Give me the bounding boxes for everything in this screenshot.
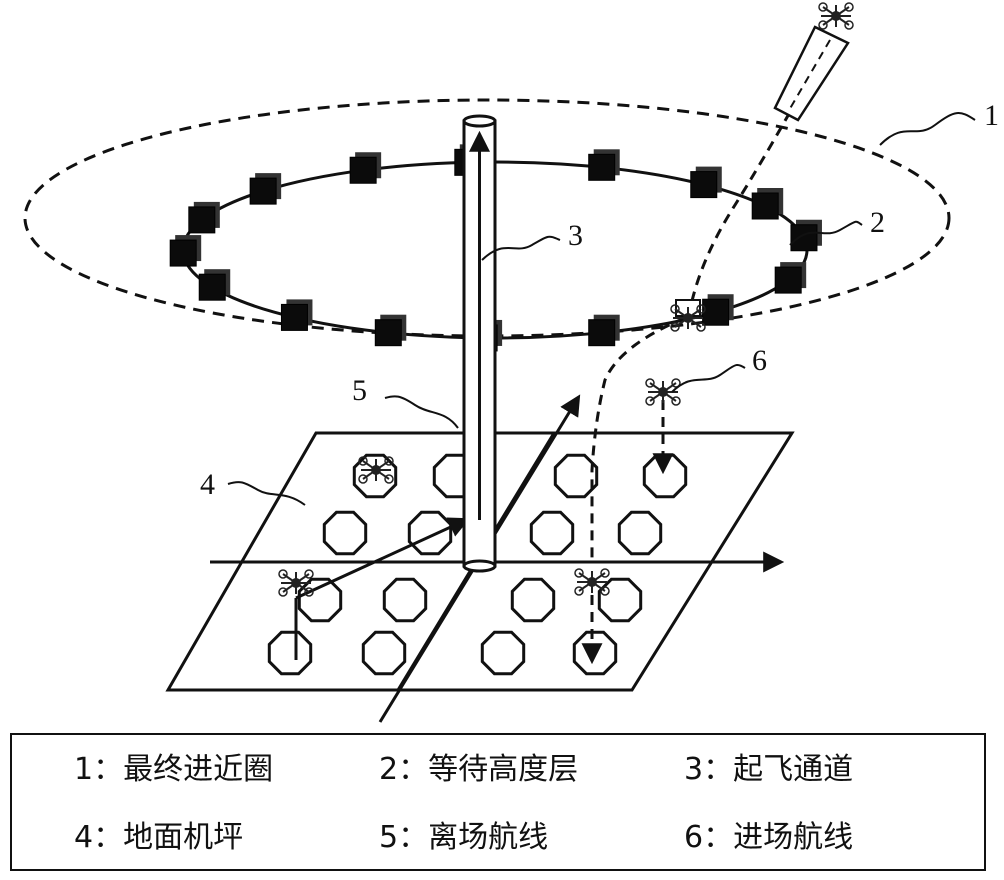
arrival-route bbox=[581, 111, 792, 665]
takeoff-channel-column bbox=[462, 114, 497, 573]
callout-4: 4 bbox=[200, 468, 215, 501]
holding-slot-square-icon bbox=[280, 299, 313, 331]
octagon-landing-pad-icon bbox=[510, 577, 556, 623]
drone-icon bbox=[670, 304, 706, 332]
holding-slot-square-icon bbox=[249, 173, 282, 205]
holding-slot-square-icon bbox=[188, 201, 220, 234]
octagon-landing-pad-icon bbox=[572, 630, 618, 676]
octagon-landing-pad-icon bbox=[617, 510, 663, 556]
octagon-landing-pad-icon bbox=[407, 510, 453, 556]
legend-id: 5 bbox=[379, 820, 399, 855]
callout-3: 3 bbox=[568, 219, 583, 252]
legend-id: 4 bbox=[74, 820, 94, 855]
holding-slot-square-icon bbox=[588, 149, 620, 181]
octagon-landing-pad-icon bbox=[642, 453, 688, 499]
callout-2: 2 bbox=[870, 206, 885, 239]
holding-slot-square-icon bbox=[198, 269, 231, 301]
drone-icon bbox=[818, 2, 854, 30]
octagon-landing-pad-icon bbox=[267, 630, 313, 676]
legend-text: 离场航线 bbox=[428, 820, 549, 855]
holding-slot-square-icon bbox=[349, 152, 382, 184]
octagon-landing-pad-icon bbox=[322, 510, 368, 556]
octagon-landing-pad-icon bbox=[382, 577, 428, 623]
drone-icon bbox=[358, 456, 394, 484]
legend-text: 最终进近圈 bbox=[123, 752, 274, 787]
drone-icon bbox=[645, 378, 681, 406]
legend: 1：最终进近圈 2：等待高度层 3：起飞通道 4：地面机坪 5：离场航线 6：进… bbox=[10, 733, 986, 871]
taxi-to-takeoff-arrow bbox=[295, 517, 470, 600]
holding-slot-square-icon bbox=[690, 166, 722, 199]
holding-slot-square-icon bbox=[374, 314, 407, 347]
legend-sep: ： bbox=[93, 820, 124, 855]
callout-1: 1 bbox=[984, 99, 999, 132]
legend-id: 1 bbox=[74, 752, 94, 787]
legend-sep: ： bbox=[93, 752, 124, 787]
legend-item-2: 2：等待高度层 bbox=[379, 753, 578, 787]
holding-slot-square-icon bbox=[790, 219, 822, 252]
legend-item-3: 3：起飞通道 bbox=[684, 753, 853, 787]
octagon-landing-pad-icon bbox=[553, 453, 599, 499]
octagon-landing-pad-icon bbox=[529, 510, 575, 556]
legend-text: 等待高度层 bbox=[428, 752, 579, 787]
legend-sep: ： bbox=[703, 752, 734, 787]
callout-6: 6 bbox=[752, 344, 767, 377]
legend-sep: ： bbox=[703, 820, 734, 855]
legend-sep: ： bbox=[398, 752, 429, 787]
legend-text: 起飞通道 bbox=[733, 752, 854, 787]
legend-text: 地面机坪 bbox=[123, 820, 244, 855]
holding-slot-square-icon bbox=[588, 314, 620, 347]
octagon-landing-pad-icon bbox=[480, 630, 526, 676]
legend-item-5: 5：离场航线 bbox=[379, 821, 548, 855]
legend-id: 3 bbox=[684, 752, 704, 787]
incoming-corridor bbox=[773, 25, 850, 122]
holding-slot-square-icon bbox=[774, 262, 807, 294]
callout-leaders bbox=[227, 112, 976, 506]
octagon-landing-pad-icon bbox=[361, 630, 407, 676]
drone-icon bbox=[574, 568, 610, 596]
drone-icon bbox=[278, 569, 314, 597]
legend-sep: ： bbox=[398, 820, 429, 855]
octagon-landing-pad-icon bbox=[597, 577, 643, 623]
holding-slot-square-icon bbox=[169, 235, 202, 267]
legend-id: 2 bbox=[379, 752, 399, 787]
legend-item-6: 6：进场航线 bbox=[684, 821, 853, 855]
legend-item-4: 4：地面机坪 bbox=[74, 821, 243, 855]
callout-5: 5 bbox=[352, 374, 367, 407]
legend-id: 6 bbox=[684, 820, 704, 855]
holding-slot-square-icon bbox=[751, 188, 784, 220]
legend-item-1: 1：最终进近圈 bbox=[74, 753, 273, 787]
holding-slot-square-icon bbox=[702, 294, 734, 326]
legend-text: 进场航线 bbox=[733, 820, 854, 855]
final-approach-circle bbox=[23, 98, 951, 338]
